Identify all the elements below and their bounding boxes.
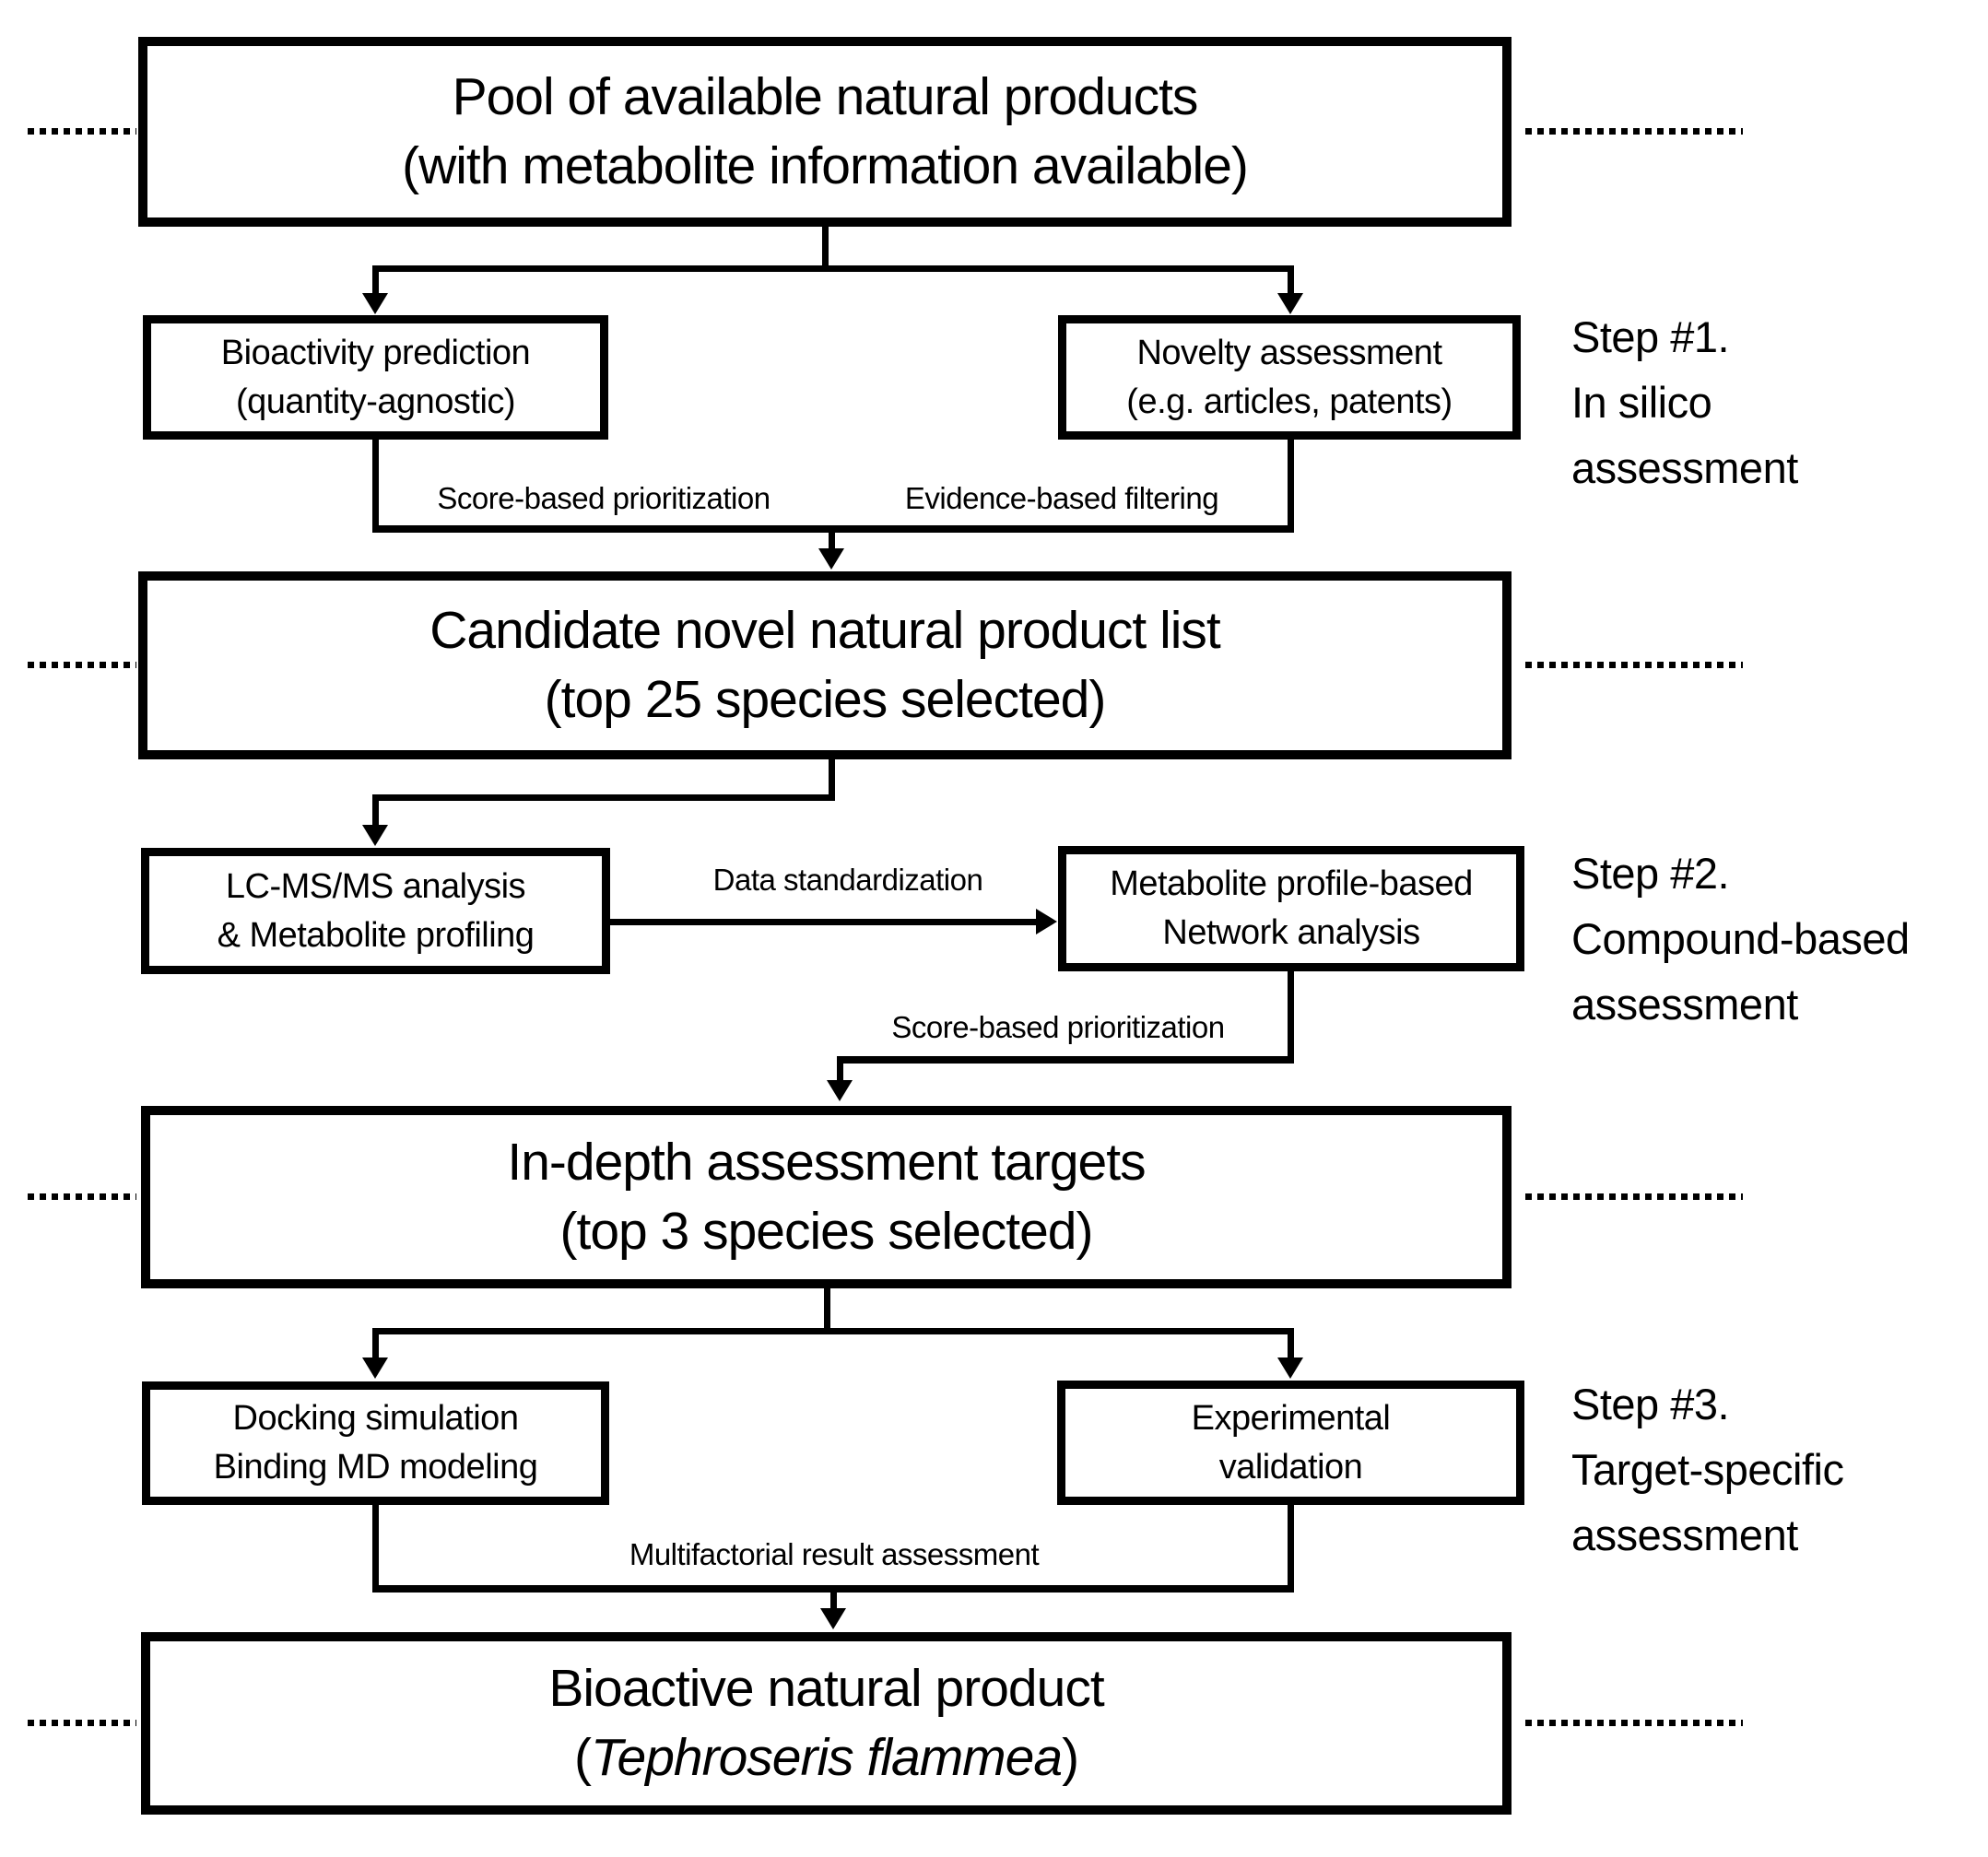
dotted-line-left-pool	[28, 128, 136, 135]
box-bioactivity: Bioactivity prediction (quantity-agnosti…	[143, 315, 608, 440]
connector-merge1-bar	[372, 525, 1294, 533]
box-lcms-line1: LC-MS/MS analysis	[225, 866, 526, 906]
connector-merge3-stub	[830, 1593, 837, 1608]
box-pool-line1: Pool of available natural products	[452, 67, 1199, 126]
dotted-line-right-pool	[1525, 128, 1743, 135]
step2-line3: assessment	[1571, 980, 1798, 1028]
box-bioactive-paren-open: (	[573, 1728, 592, 1787]
step1-line2: In silico	[1571, 378, 1712, 427]
box-bioactive-line2: (Tephroseris flammea)	[573, 1723, 1079, 1792]
arrowhead-to-docking	[362, 1357, 388, 1379]
box-bioactive-line1: Bioactive natural product	[548, 1659, 1104, 1718]
box-bioactive-species: Tephroseris flammea	[590, 1728, 1063, 1787]
arrowhead-to-metabolite	[1036, 909, 1057, 934]
connector-merge2-stub	[837, 1064, 843, 1080]
step1-line1: Step #1.	[1571, 312, 1730, 361]
box-metabolite-line2: Network analysis	[1162, 913, 1420, 952]
step1-label: Step #1. In silico assessment	[1571, 304, 1798, 500]
edge-label-data-standardization: Data standardization	[712, 863, 983, 897]
arrowhead-to-indepth	[827, 1080, 853, 1101]
box-indepth-line1: In-depth assessment targets	[507, 1133, 1146, 1192]
box-experimental-line2: validation	[1218, 1447, 1363, 1487]
step3-line1: Step #3.	[1571, 1380, 1730, 1428]
box-pool: Pool of available natural products (with…	[138, 37, 1512, 227]
connector-novelty-down	[1288, 440, 1294, 533]
edge-label-score-prioritization-2: Score-based prioritization	[891, 1010, 1225, 1044]
dotted-line-right-indepth	[1525, 1193, 1743, 1200]
box-experimental-line1: Experimental	[1191, 1398, 1391, 1438]
connector-split3-bar	[372, 1328, 1294, 1334]
box-bioactivity-line1: Bioactivity prediction	[220, 333, 531, 372]
connector-merge3-bar	[372, 1585, 1294, 1593]
step2-label: Step #2. Compound-based assessment	[1571, 840, 1910, 1037]
connector-indepth-stub	[824, 1288, 830, 1334]
arrowhead-to-candidate	[818, 548, 844, 570]
connector-split1-left	[372, 265, 379, 293]
box-metabolite-line1: Metabolite profile-based	[1110, 864, 1473, 903]
arrowhead-to-experimental	[1277, 1357, 1303, 1379]
box-candidate-line1: Candidate novel natural product list	[429, 601, 1221, 660]
connector-metabolite-down	[1288, 971, 1294, 1064]
step3-line2: Target-specific	[1571, 1445, 1844, 1494]
box-indepth: In-depth assessment targets (top 3 speci…	[141, 1106, 1512, 1288]
box-docking-line1: Docking simulation	[232, 1399, 519, 1438]
dotted-line-right-bioactive	[1525, 1720, 1743, 1726]
arrowhead-to-bioactivity	[362, 293, 388, 314]
arrowhead-to-lcms	[362, 825, 388, 846]
connector-lcms-to-metabolite	[610, 919, 1036, 925]
box-pool-line2: (with metabolite information available)	[402, 136, 1249, 195]
box-bioactive: Bioactive natural product (Tephroseris f…	[141, 1632, 1512, 1815]
connector-candidate-stub	[829, 759, 835, 801]
connector-merge2-bar	[837, 1056, 1294, 1064]
step2-line2: Compound-based	[1571, 914, 1910, 963]
edge-label-score-prioritization-1: Score-based prioritization	[437, 481, 770, 515]
dotted-line-right-candidate	[1525, 662, 1743, 668]
dotted-line-left-bioactive	[28, 1720, 136, 1726]
connector-elbow2-down	[372, 794, 379, 825]
connector-elbow2-bar	[372, 794, 835, 801]
box-candidate: Candidate novel natural product list (to…	[138, 571, 1512, 759]
connector-merge1-stub	[829, 533, 835, 548]
connector-split3-right	[1288, 1328, 1294, 1357]
connector-pool-stub	[822, 227, 829, 272]
box-lcms-line2: & Metabolite profiling	[217, 915, 535, 955]
step3-line3: assessment	[1571, 1510, 1798, 1559]
box-docking: Docking simulation Binding MD modeling	[142, 1381, 609, 1505]
box-bioactivity-line2: (quantity-agnostic)	[235, 382, 516, 421]
connector-split3-left	[372, 1328, 379, 1357]
edge-label-evidence-filtering: Evidence-based filtering	[904, 481, 1219, 515]
step3-label: Step #3. Target-specific assessment	[1571, 1371, 1844, 1568]
connector-bioactivity-down	[372, 440, 379, 533]
edge-label-multifactorial: Multifactorial result assessment	[629, 1537, 1040, 1571]
box-bioactive-paren-close: )	[1062, 1728, 1079, 1787]
connector-split1-bar	[372, 265, 1294, 272]
arrowhead-to-bioactive	[820, 1608, 846, 1629]
box-novelty-line2: (e.g. articles, patents)	[1126, 382, 1453, 421]
dotted-line-left-candidate	[28, 662, 136, 668]
box-candidate-line2: (top 25 species selected)	[544, 670, 1107, 729]
dotted-line-left-indepth	[28, 1193, 136, 1200]
box-metabolite: Metabolite profile-based Network analysi…	[1058, 846, 1524, 971]
box-docking-line2: Binding MD modeling	[213, 1448, 538, 1487]
connector-docking-down	[372, 1505, 379, 1593]
connector-experimental-down	[1288, 1505, 1294, 1593]
box-novelty-line1: Novelty assessment	[1136, 333, 1442, 372]
box-lcms: LC-MS/MS analysis & Metabolite profiling	[141, 848, 610, 974]
connector-split1-right	[1288, 265, 1294, 293]
step2-line1: Step #2.	[1571, 849, 1730, 898]
step1-line3: assessment	[1571, 443, 1798, 492]
arrowhead-to-novelty	[1277, 293, 1303, 314]
box-experimental: Experimental validation	[1057, 1381, 1524, 1505]
box-novelty: Novelty assessment (e.g. articles, paten…	[1058, 315, 1521, 440]
box-indepth-line2: (top 3 species selected)	[559, 1202, 1094, 1261]
